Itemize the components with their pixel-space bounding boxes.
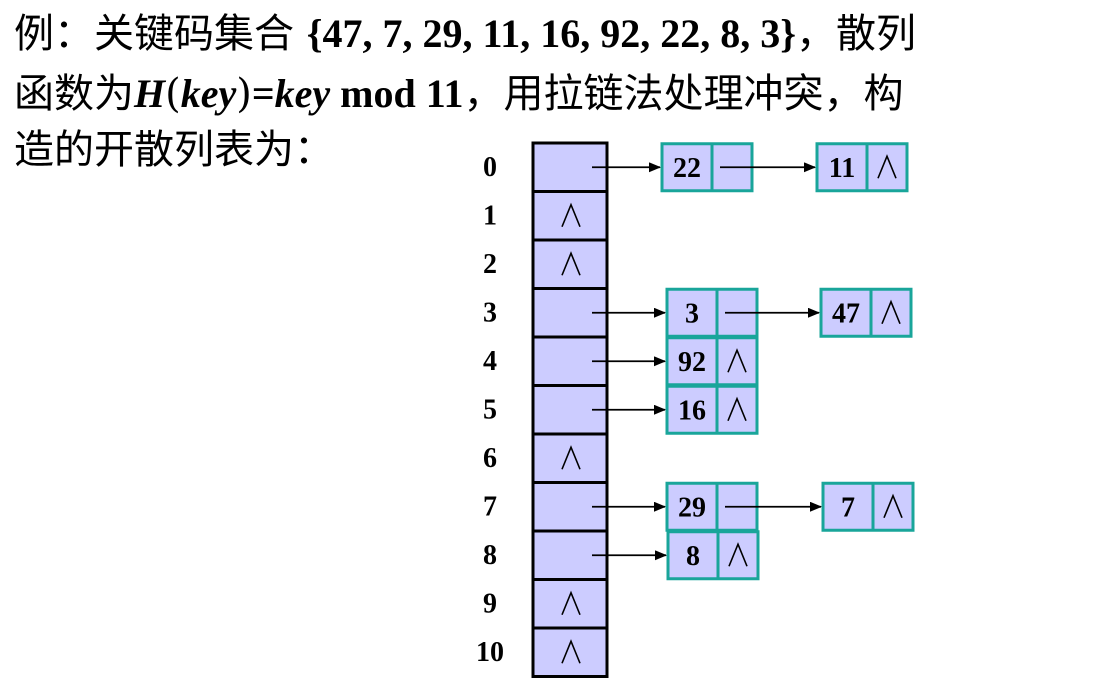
chain-node-value: 3 [685,298,699,329]
chain-node [821,481,915,532]
chain-node-value: 29 [678,492,706,523]
paren-close: ) [236,71,252,117]
line3-text: 造的开散列表为： [14,127,334,173]
chain-node-value: 11 [829,153,855,184]
bucket-null-icon [561,202,581,228]
paren-open: ( [165,71,181,117]
bucket-null-icon [561,445,581,470]
hash-arg-key: key [180,71,237,116]
line1-suffix: ，散列 [796,11,917,57]
hash-body-key: key [274,71,331,116]
bucket-index: 9 [483,588,497,619]
equals-sign: = [251,71,275,116]
bucket-index: 8 [483,540,497,571]
problem-line-1: 例：关键码集合 {47, 7, 29, 11, 16, 92, 22, 8, 3… [14,10,916,58]
bucket-index: 0 [483,152,497,183]
line2-prefix: 函数为 [14,71,134,117]
bucket-index: 7 [483,491,497,522]
bucket-index: 6 [483,443,497,474]
bucket-index: 3 [483,297,497,328]
bucket-index: 4 [483,346,497,377]
bucket-index: 2 [483,249,497,280]
hash-function-name: H [134,71,166,116]
chain-node-null-icon [883,493,903,519]
chain-node-null-icon [877,154,897,179]
chain-node-null-icon [728,542,748,567]
chain-node-null-icon [881,299,901,325]
chain-node-value: 22 [673,153,701,184]
chain-node-value: 7 [841,492,855,523]
problem-line-3: 造的开散列表为： [14,126,334,174]
bucket-null-icon [561,251,581,276]
bucket-index: 1 [483,200,497,231]
chain-node-value: 8 [686,541,700,572]
chain-node-value: 47 [832,298,860,329]
bucket-index: 5 [483,394,497,425]
chain-node-null-icon [727,348,747,373]
line1-prefix: 例：关键码集合 [14,11,307,57]
problem-line-2: 函数为H(key)=key mod 11，用拉链法处理冲突，构 [14,70,904,118]
chain-node [666,530,760,581]
line2-suffix: ，用拉链法处理冲突，构 [463,71,904,117]
mod-expression: mod 11 [330,71,464,116]
bucket-null-icon [561,590,581,616]
chain-node-value: 16 [678,395,706,426]
chain-node-value: 92 [678,347,706,378]
bucket-null-icon [561,639,581,664]
chain-node-null-icon [727,396,747,422]
keyword-set: {47, 7, 29, 11, 16, 92, 22, 8, 3} [306,11,797,56]
bucket-index: 10 [476,637,504,668]
